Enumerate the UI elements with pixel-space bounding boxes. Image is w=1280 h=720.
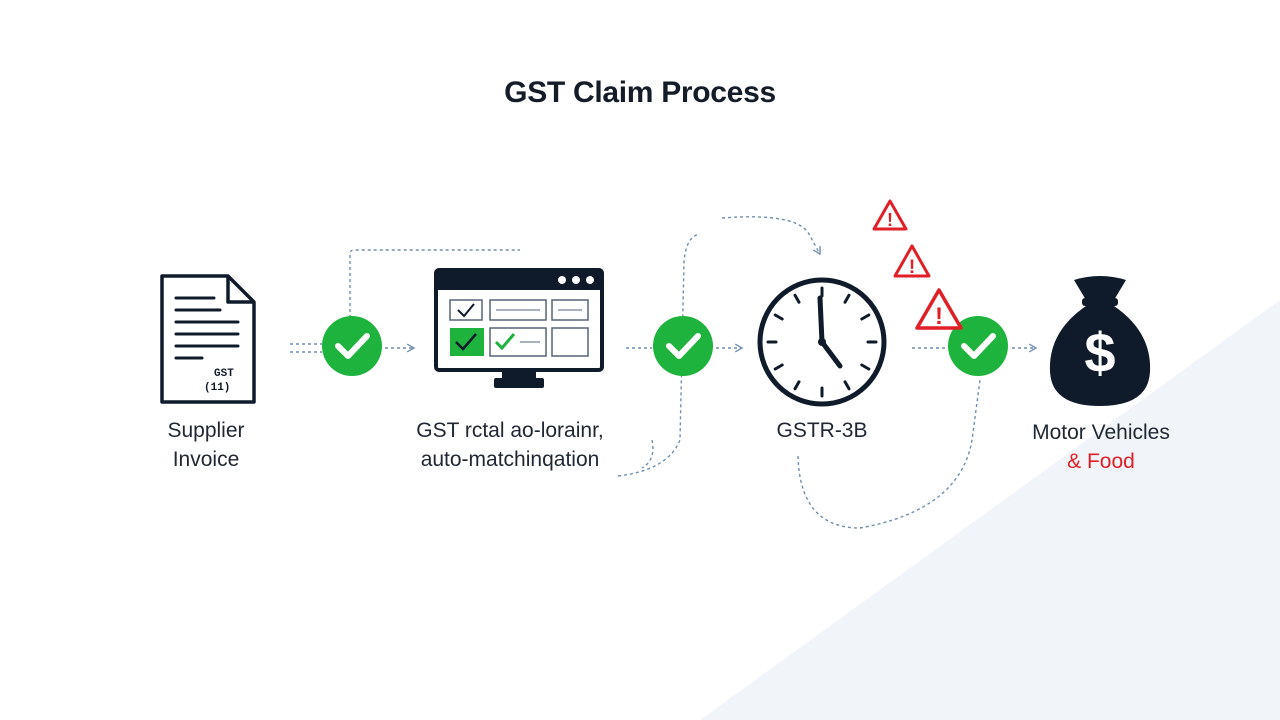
invoice-document-icon: GST (11): [160, 274, 256, 404]
check-circle-icon: [653, 316, 713, 376]
warning-mark: !: [935, 303, 943, 330]
clock-icon: [757, 277, 887, 407]
connector-top-arc: [721, 216, 821, 256]
label-line: auto-matchinqation: [420, 448, 600, 471]
step-label-motor-vehicles-food: Motor Vehicles & Food: [1010, 418, 1192, 476]
label-line: Invoice: [172, 448, 240, 471]
page-title: GST Claim Process: [504, 76, 776, 109]
label-line: Motor Vehicles: [1032, 421, 1170, 444]
money-bag-symbol: $: [1084, 321, 1115, 384]
warning-triangle-icon: !: [872, 199, 908, 231]
money-bag-icon: $: [1049, 276, 1151, 406]
warning-triangle-icon: !: [893, 244, 931, 278]
label-line: GSTR-3B: [776, 419, 868, 442]
step-label-supplier-invoice: Supplier Invoice: [126, 416, 286, 474]
invoice-doc-text-code: (11): [204, 382, 230, 394]
connector-portal-bottom: [641, 439, 654, 469]
step-label-gstr-3b: GSTR-3B: [742, 416, 902, 445]
invoice-doc-text-gst: GST: [214, 368, 234, 380]
connector-portal-top-loop: [349, 249, 520, 318]
connectors: [290, 216, 1038, 529]
label-line-accent: & Food: [1067, 450, 1135, 473]
connector-portal-loop: [617, 233, 701, 477]
warning-mark: !: [887, 210, 893, 230]
check-circle-icon: [948, 316, 1008, 376]
connector-bottom-loop: [797, 379, 981, 529]
computer-monitor-icon: [434, 268, 604, 388]
step-label-gst-portal: GST rctal ao-lorainr, auto-matchinqation: [380, 416, 640, 474]
label-line: Supplier: [167, 419, 245, 442]
check-circle-icon: [322, 316, 382, 376]
warning-mark: !: [909, 257, 915, 278]
label-line: GST rctal ao-lorainr,: [416, 419, 604, 442]
warning-triangle-icon: !: [915, 288, 963, 330]
